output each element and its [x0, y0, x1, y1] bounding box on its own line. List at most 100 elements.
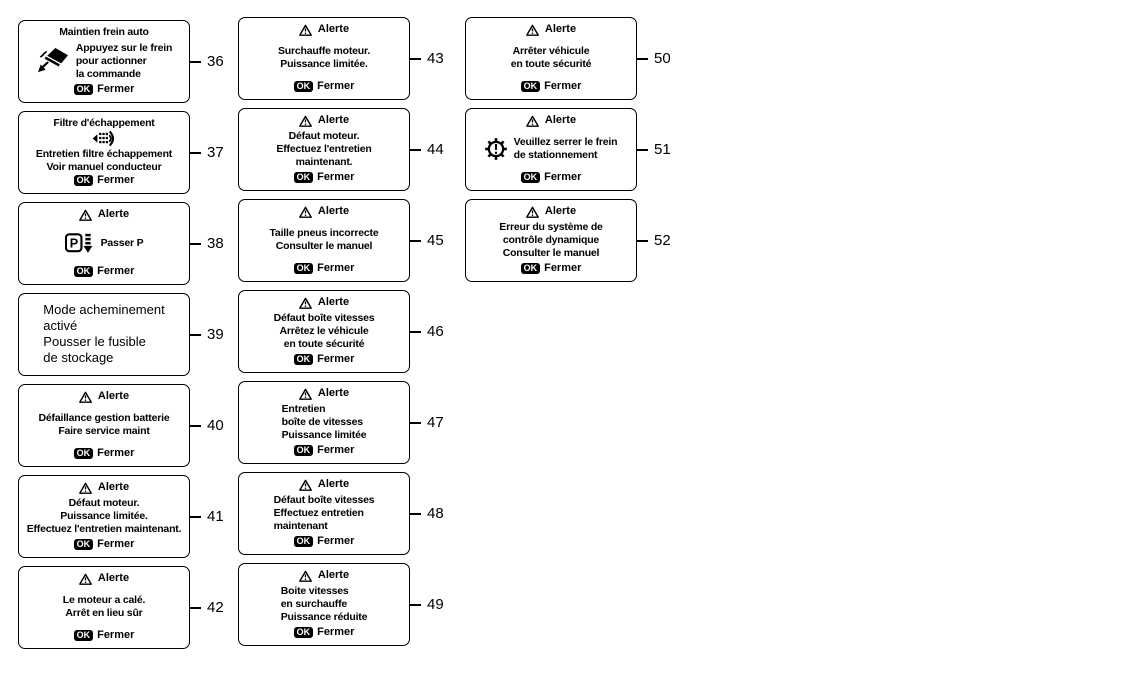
warning-triangle-icon	[79, 209, 92, 221]
callout-line-44	[410, 148, 421, 151]
footer-label: Fermer	[317, 535, 355, 547]
message-line: Entretien filtre échappement	[35, 148, 173, 160]
alert-header-label: Alerte	[317, 296, 350, 308]
warning-triangle-icon	[299, 297, 312, 309]
footer-label: Fermer	[317, 626, 355, 638]
alert-header: Alerte	[471, 205, 631, 218]
message-lines: Le moteur a calé.Arrêt en lieu sûr	[63, 594, 146, 620]
message-lines: Surchauffe moteur.Puissance limitée.	[278, 45, 370, 71]
footer-label: Fermer	[97, 265, 135, 277]
message-line: en toute sécurité	[283, 337, 365, 350]
message-line: Effectuez l'entretien	[276, 142, 372, 155]
ref-label-43: 43	[427, 49, 444, 67]
warning-triangle-icon	[299, 479, 312, 491]
ref-label-37: 37	[207, 143, 224, 161]
alert-header-label: Alerte	[97, 481, 130, 493]
alert-header-label: Alerte	[317, 23, 350, 35]
ok-button-badge: OK	[520, 81, 541, 92]
message-line: Puissance limitée.	[280, 58, 368, 70]
footer-label: Fermer	[97, 629, 135, 641]
footer-label: Fermer	[317, 80, 355, 92]
message-body: Défaut moteur.Puissance limitée.Effectue…	[24, 494, 184, 538]
message-line: Défaut boîte vitesses	[273, 311, 375, 324]
message-line: Erreur du système de	[499, 220, 603, 233]
message-body: Surchauffe moteur.Puissance limitée.	[244, 36, 404, 80]
alert-header: Alerte	[471, 114, 631, 127]
message-line: Défaut moteur.	[288, 129, 360, 142]
alert-header: Alerte	[24, 208, 184, 221]
ref-label-50: 50	[654, 49, 671, 67]
message-line: maintenant	[273, 519, 328, 532]
alert-header-label: Alerte	[317, 387, 350, 399]
footer-label: Fermer	[544, 171, 582, 183]
alert-header-label: Alerte	[97, 572, 130, 584]
figure-row: Alerte Le moteur a calé.Arrêt en lieu sûr…	[18, 566, 224, 649]
message-line: Entretien	[281, 402, 326, 415]
message-line: Voir manuel conducteur	[46, 161, 162, 173]
message-line: de stockage	[43, 350, 114, 365]
message-line: Surchauffe moteur.	[277, 45, 371, 57]
message-line: Puissance limitée	[281, 428, 367, 441]
ok-button-badge: OK	[520, 172, 541, 183]
warning-triangle-icon	[299, 570, 312, 582]
message-line: Mode acheminement	[43, 302, 165, 317]
message-line: Passer P	[100, 236, 144, 249]
message-line: Puissance limitée.	[60, 509, 148, 522]
alert-header-label: Alerte	[317, 205, 350, 217]
warning-triangle-icon	[299, 206, 312, 218]
alert-header-label: Alerte	[544, 114, 577, 126]
ref-label-42: 42	[207, 598, 224, 616]
footer-label: Fermer	[97, 538, 135, 550]
warning-triangle-icon	[526, 206, 539, 218]
callout-line-41	[190, 515, 201, 518]
callout-line-49	[410, 603, 421, 606]
message-line: Arrêtez le véhicule	[279, 324, 369, 337]
alert-header-label: Alerte	[544, 23, 577, 35]
alert-header: Alerte	[244, 296, 404, 309]
callout-line-36	[190, 60, 201, 63]
alert-header: Alerte	[24, 572, 184, 585]
ok-button-badge: OK	[520, 263, 541, 274]
callout-line-47	[410, 421, 421, 424]
message-line: Consulter le manuel	[502, 246, 600, 259]
alert-header-label: Alerte	[97, 390, 130, 402]
alert-header: Alerte	[244, 569, 404, 582]
alert-header-label: Alerte	[317, 569, 350, 581]
ok-button-badge: OK	[73, 630, 94, 641]
message-title: Maintien frein auto	[59, 26, 149, 38]
alert-header: Alerte	[244, 387, 404, 400]
ref-label-41: 41	[207, 507, 224, 525]
